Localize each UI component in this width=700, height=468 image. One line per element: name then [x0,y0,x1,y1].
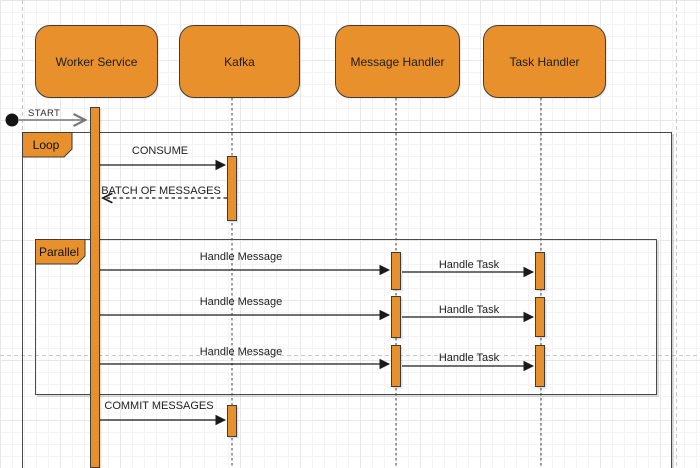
kafka-activation-bar-commit [227,405,237,437]
actor-label: Message Handler [350,54,445,69]
message-label-handle-message-3: Handle Message [199,346,283,358]
message-label-consume: CONSUME [131,145,189,157]
message-label-commit-messages: COMMIT MESSAGES [104,400,214,412]
message-label-handle-task-1: Handle Task [438,259,500,271]
message-label-handle-message-1: Handle Message [199,251,283,263]
loop-frame-label: Loop [32,138,60,152]
parallel-frame [35,239,657,395]
message-handler-activation-bar-1 [391,252,401,290]
message-label-handle-message-2: Handle Message [199,296,283,308]
start-node [5,113,19,127]
loop-frame [22,132,672,468]
start-label: START [28,108,61,119]
actor-message-handler: Message Handler [335,25,460,98]
message-handler-activation-bar-2 [391,296,401,338]
task-handler-activation-bar-2 [535,297,545,337]
actor-label: Worker Service [55,54,138,69]
message-label-handle-task-2: Handle Task [438,304,500,316]
task-handler-activation-bar-3 [535,345,545,387]
message-handler-activation-bar-3 [391,345,401,387]
message-label-handle-task-3: Handle Task [438,352,500,364]
message-label-batch-of-messages: BATCH OF MESSAGES [101,185,221,197]
actor-label: Task Handler [509,54,580,69]
actor-worker-service: Worker Service [35,25,158,98]
parallel-frame-label: Parallel [38,245,80,259]
actor-label: Kafka [224,54,255,69]
actor-kafka: Kafka [179,25,300,98]
actor-task-handler: Task Handler [483,25,606,98]
task-handler-activation-bar-1 [535,252,545,290]
kafka-activation-bar-consume [227,156,237,221]
worker-activation-bar [90,107,100,468]
